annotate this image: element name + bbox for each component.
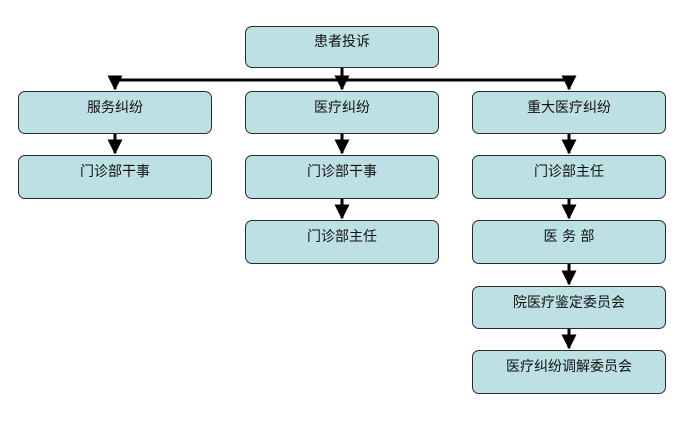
node-label: 门诊部干事: [80, 164, 150, 180]
node-patient-complaint: 患者投诉: [245, 26, 439, 68]
node-label: 患者投诉: [314, 34, 370, 50]
node-label: 医疗纠纷调解委员会: [506, 359, 632, 375]
node-label: 门诊部主任: [307, 229, 377, 245]
node-dispute-mediation-committee: 医疗纠纷调解委员会: [472, 350, 666, 394]
node-label: 医疗纠纷: [314, 100, 370, 116]
node-major-clinic-director: 门诊部主任: [472, 155, 666, 199]
node-hospital-appraisal-committee: 院医疗鉴定委员会: [472, 286, 666, 329]
node-medical-dispute: 医疗纠纷: [245, 91, 439, 134]
node-major-medical-dispute: 重大医疗纠纷: [472, 91, 666, 134]
node-label: 重大医疗纠纷: [527, 100, 611, 116]
node-service-clinic-officer: 门诊部干事: [18, 155, 212, 199]
node-medical-clinic-officer: 门诊部干事: [245, 155, 439, 199]
node-label: 门诊部主任: [534, 164, 604, 180]
node-label: 服务纠纷: [87, 100, 143, 116]
node-medical-clinic-director: 门诊部主任: [245, 220, 439, 264]
node-label: 院医疗鉴定委员会: [513, 295, 625, 311]
node-label: 医 务 部: [543, 229, 595, 245]
node-label: 门诊部干事: [307, 164, 377, 180]
node-service-dispute: 服务纠纷: [18, 91, 212, 134]
node-medical-affairs-department: 医 务 部: [472, 220, 666, 264]
